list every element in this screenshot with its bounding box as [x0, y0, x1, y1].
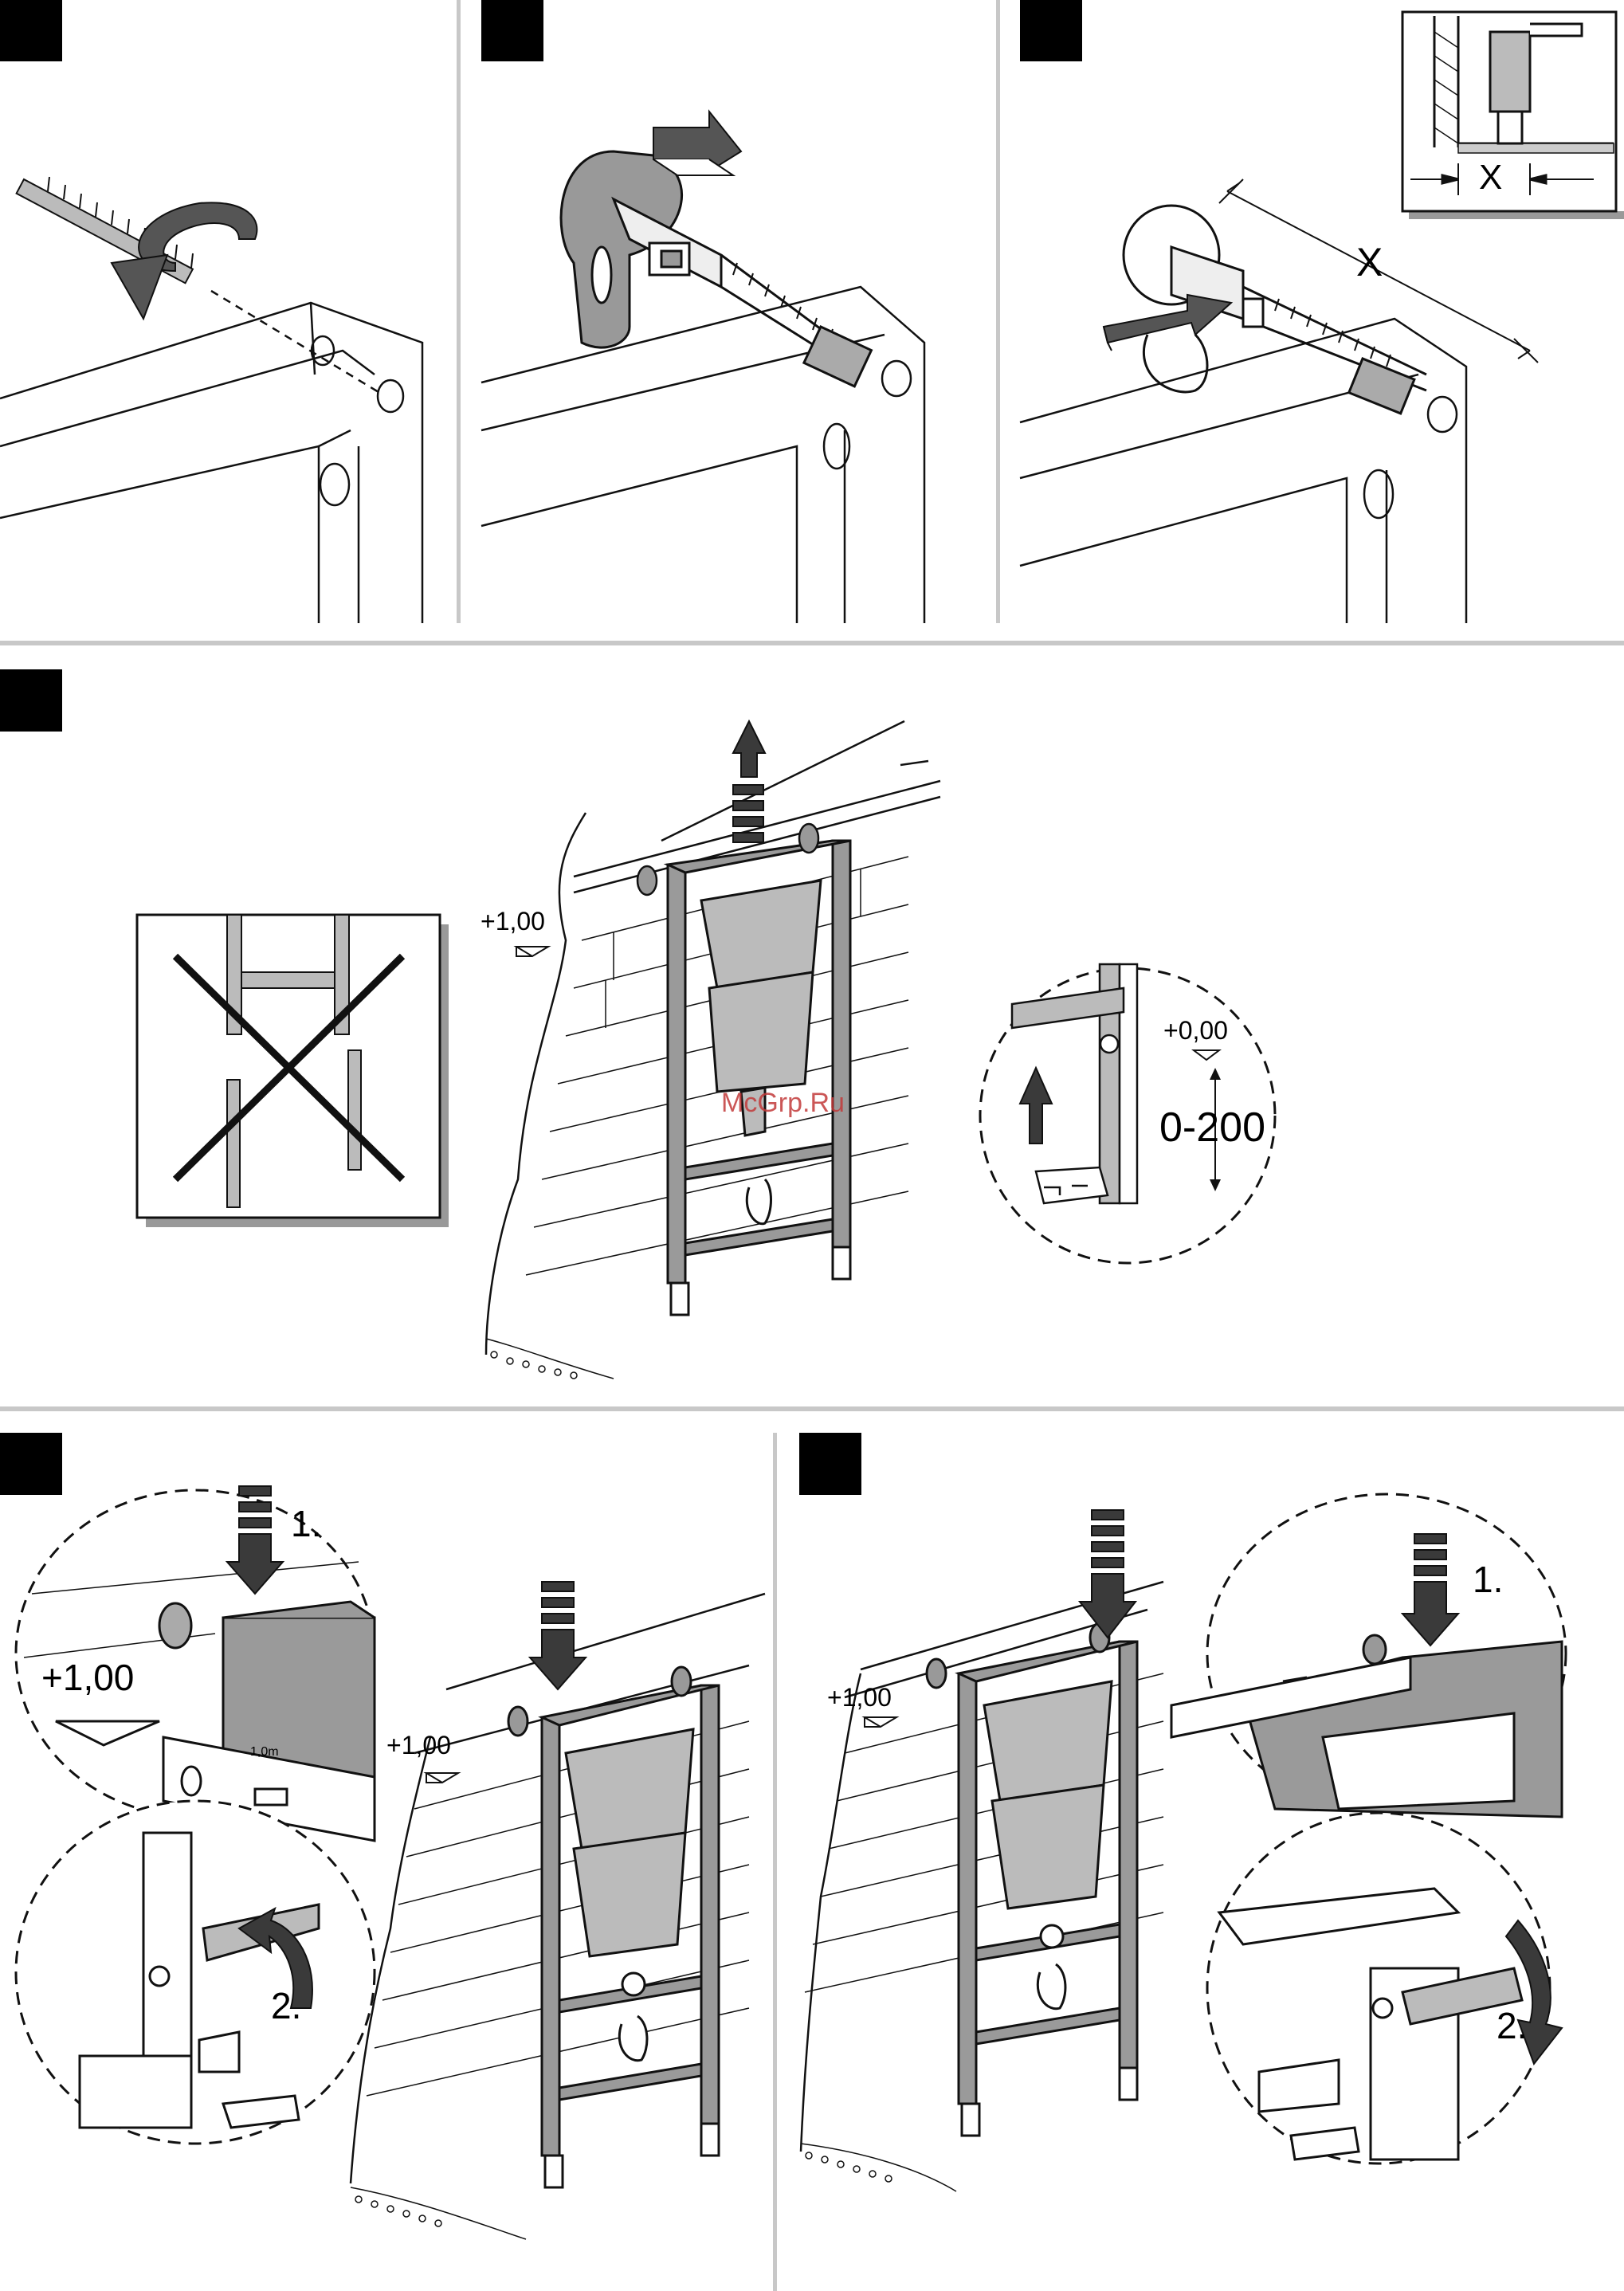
zoom-circle-bottom-right	[1207, 1813, 1562, 2164]
installation-frame-bottom-right	[927, 1623, 1137, 2136]
level-mark-right: +1,00	[827, 1683, 892, 1712]
press-arrow-frame-right	[1080, 1510, 1136, 1638]
step-label-2-right: 2.	[1497, 2004, 1527, 2047]
step-label-1-right: 1.	[1473, 1558, 1503, 1601]
zoom-circle-top-right	[1171, 1494, 1566, 1817]
